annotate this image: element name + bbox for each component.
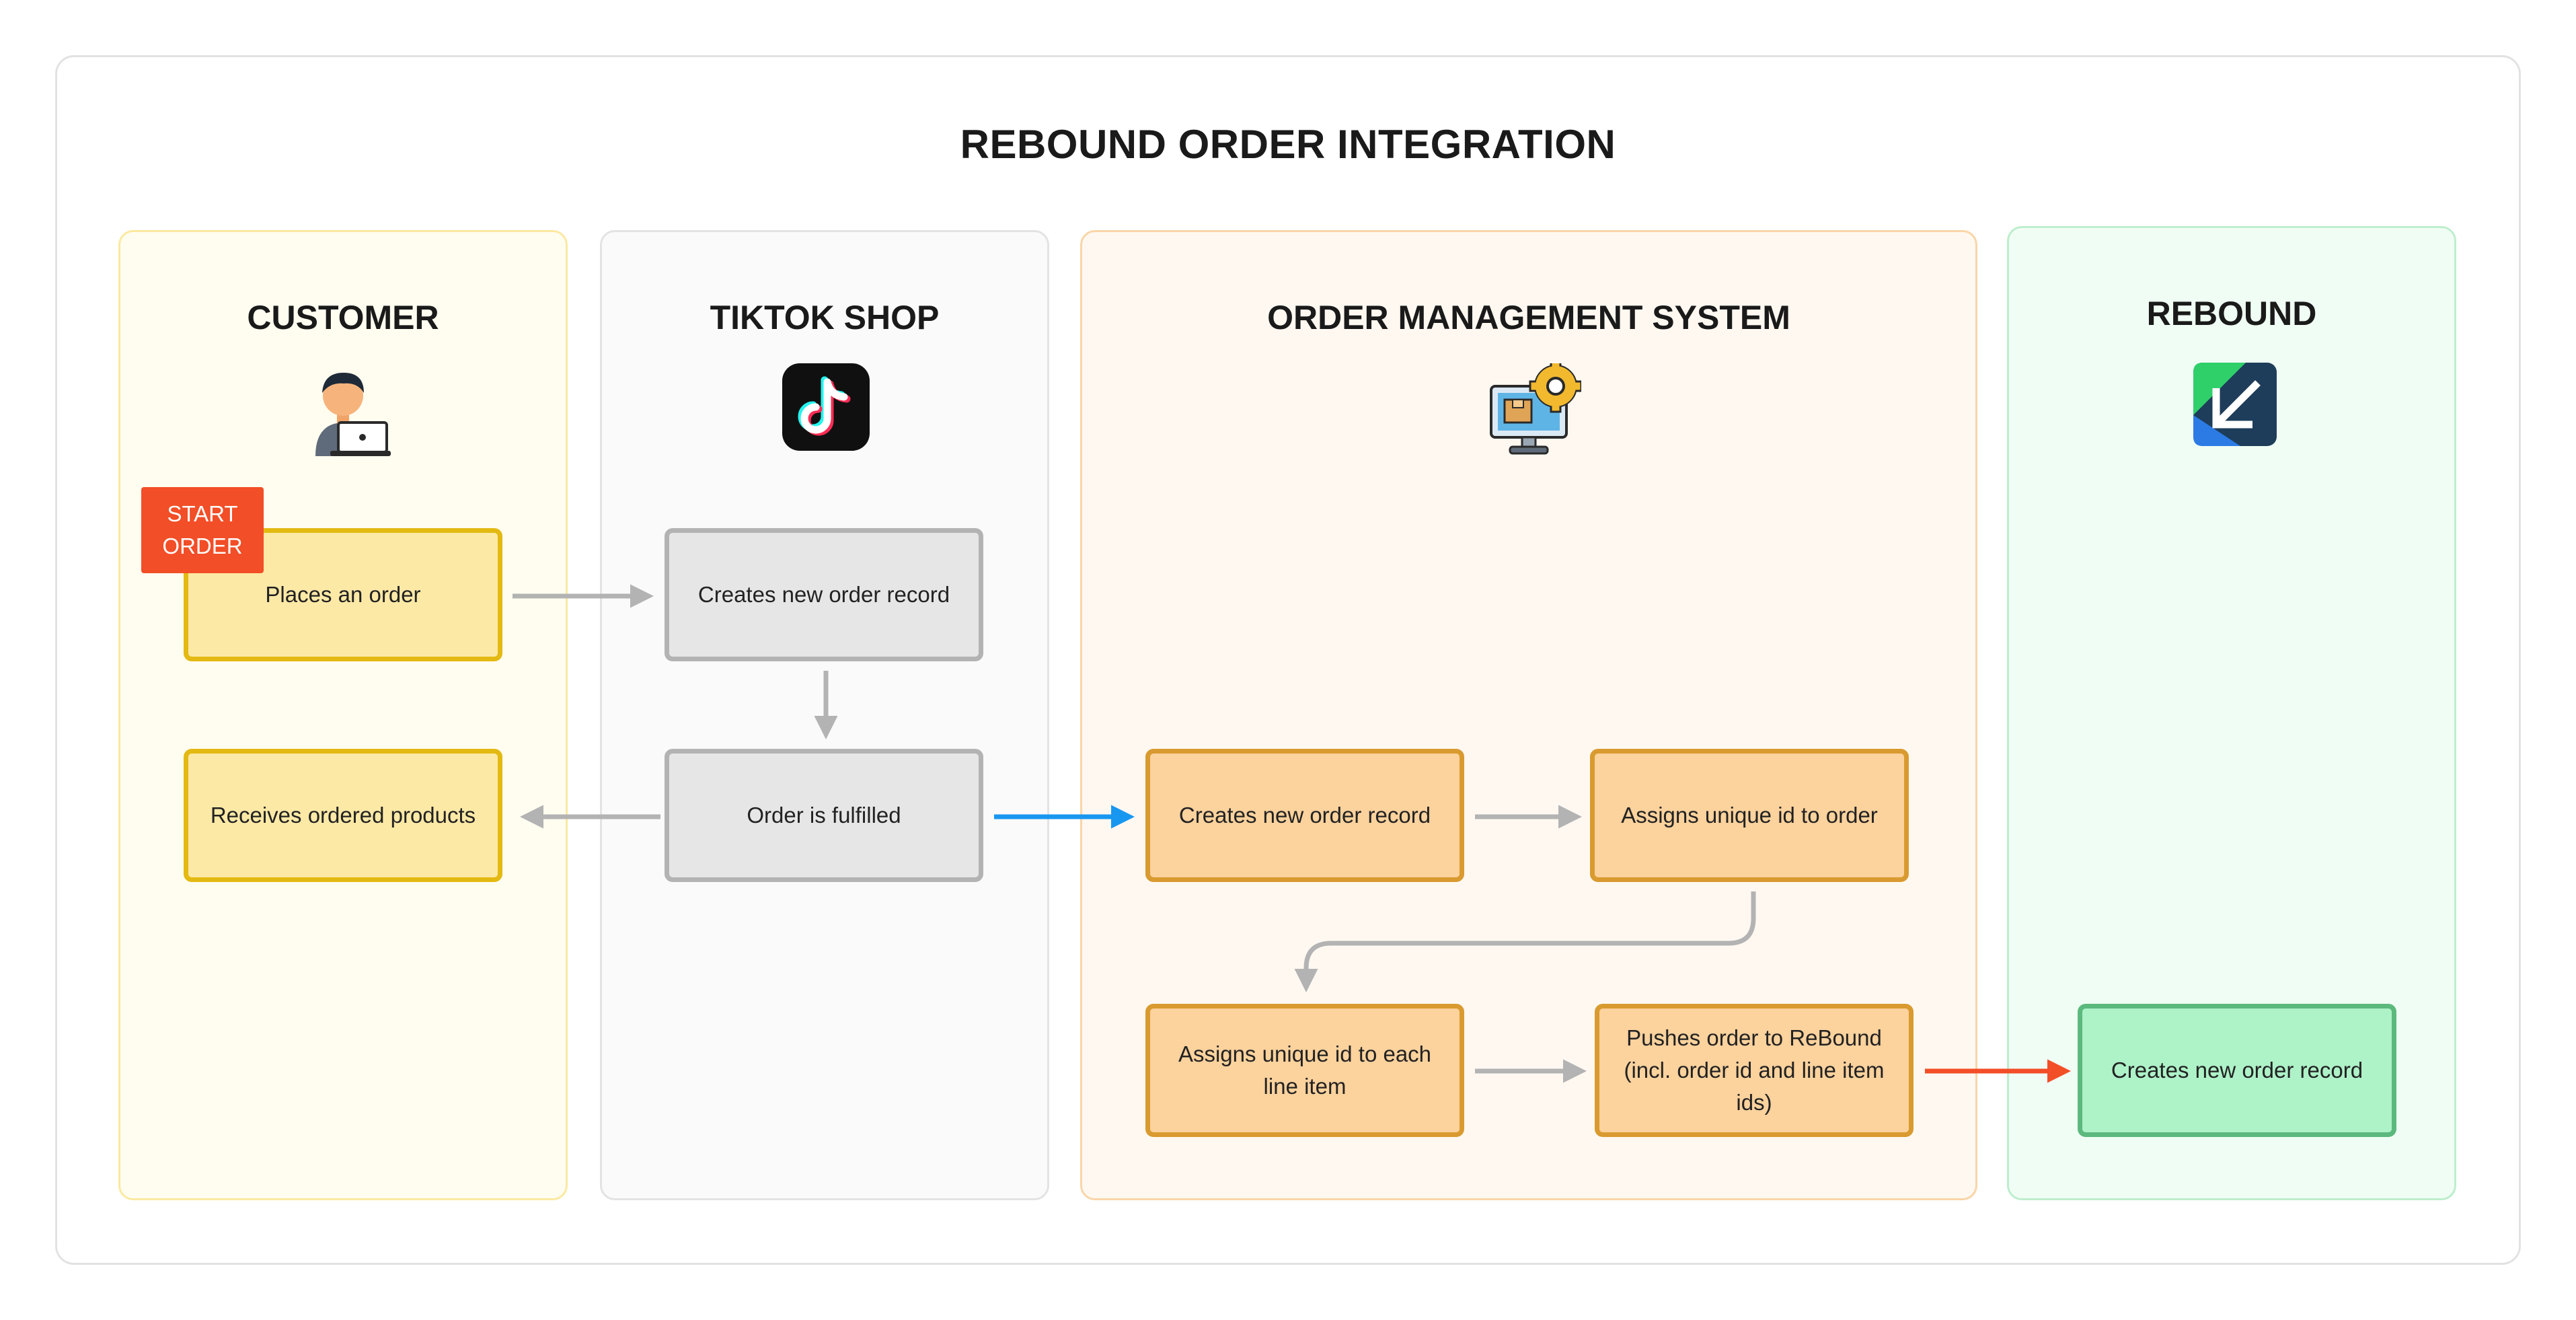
node-oms-create-record: Creates new order record — [1145, 749, 1464, 882]
arrow-assign-order-to-assign-lines — [1294, 891, 1756, 992]
node-push-order: Pushes order to ReBound (incl. order id … — [1595, 1004, 1914, 1137]
diagram-title: REBOUND ORDER INTEGRATION — [960, 122, 1616, 167]
node-order-fulfilled: Order is fulfilled — [665, 749, 983, 882]
lane-title-rebound: REBOUND — [2146, 295, 2317, 332]
computer-gear-icon — [1487, 359, 1583, 457]
tiktok-icon — [782, 363, 870, 451]
node-assign-line-ids: Assigns unique id to each line item — [1145, 1004, 1464, 1137]
lane-title-tiktok-shop: TIKTOK SHOP — [710, 299, 940, 336]
lane-title-oms: ORDER MANAGEMENT SYSTEM — [1267, 299, 1790, 336]
rebound-logo-icon — [2193, 363, 2277, 446]
lane-customer: CUSTOMER — [118, 230, 568, 1200]
lane-title-customer: CUSTOMER — [247, 299, 439, 336]
node-rebound-create-record: Creates new order record — [2078, 1004, 2396, 1137]
node-assign-order-id: Assigns unique id to order — [1590, 749, 1909, 882]
customer-laptop-icon — [303, 363, 391, 457]
node-receives-products: Receives ordered products — [184, 749, 502, 882]
start-order-badge: START ORDER — [141, 487, 264, 573]
node-tiktok-create-record: Creates new order record — [665, 528, 983, 661]
